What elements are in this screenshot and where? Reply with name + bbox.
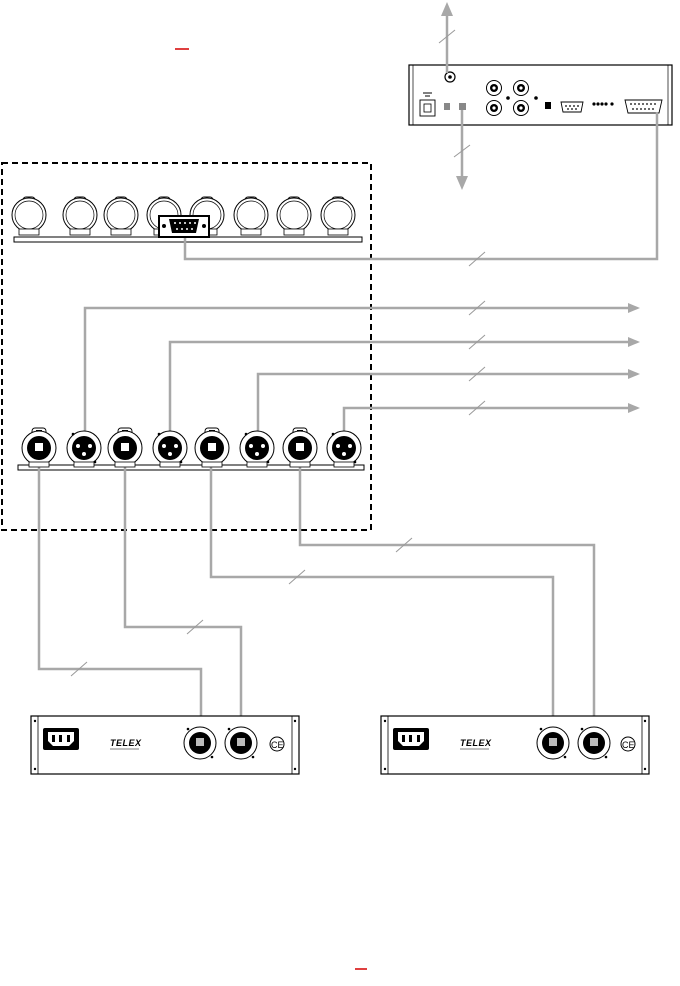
xlr-female-icon — [22, 428, 56, 467]
xlr-male-icon — [327, 431, 361, 467]
db15-connector-icon — [625, 100, 662, 113]
up-arrow-icon — [439, 2, 455, 73]
cable-out-4 — [344, 408, 630, 450]
xlr-connector-icon — [12, 197, 46, 235]
cable-out-2 — [170, 342, 630, 450]
telex-unit-right: TELEX CE — [381, 716, 649, 774]
port-square-mid — [459, 103, 466, 110]
port-square-left — [444, 103, 450, 110]
xlr-connector-icon — [277, 197, 311, 235]
xlr-connector-icon — [537, 727, 569, 759]
xlr-connector-icon — [63, 197, 97, 235]
port-square-right — [545, 102, 551, 109]
xlr-connector-icon — [578, 727, 610, 759]
xlr-female-icon — [283, 428, 317, 467]
xlr-male-icon — [153, 431, 187, 467]
xlr-connector-icon — [321, 197, 355, 235]
db9-connector-icon — [158, 215, 210, 238]
xlr-female-icon — [195, 428, 229, 467]
xlr-connector-icon — [104, 197, 138, 235]
brand-logo-left: TELEX — [110, 738, 142, 748]
bnc-connector-icon — [445, 72, 455, 82]
xlr-connector-icon — [184, 727, 216, 759]
telex-unit-left: TELEX CE — [31, 716, 299, 774]
brand-logo-right: TELEX — [460, 738, 492, 748]
xlr-male-icon — [67, 431, 101, 467]
ce-mark-text: CE — [271, 740, 284, 750]
db9-small-icon — [561, 102, 583, 112]
cable-unit2-a — [211, 455, 553, 743]
xlr-connector-icon — [225, 727, 257, 759]
cable-unit2-b — [300, 455, 594, 743]
bottom-rail — [18, 465, 364, 470]
power-inlet-icon — [31, 716, 299, 774]
xlr-female-icon — [108, 428, 142, 467]
cable-unit1-b — [125, 455, 241, 743]
xlr-male-icon — [240, 431, 274, 467]
cable-unit1-a — [39, 455, 201, 743]
ce-mark-text: CE — [622, 740, 635, 750]
cable-out-1 — [85, 308, 630, 450]
bottom-connector-row — [22, 428, 361, 467]
xlr-connector-icon — [234, 197, 268, 235]
interface-unit — [409, 65, 672, 125]
